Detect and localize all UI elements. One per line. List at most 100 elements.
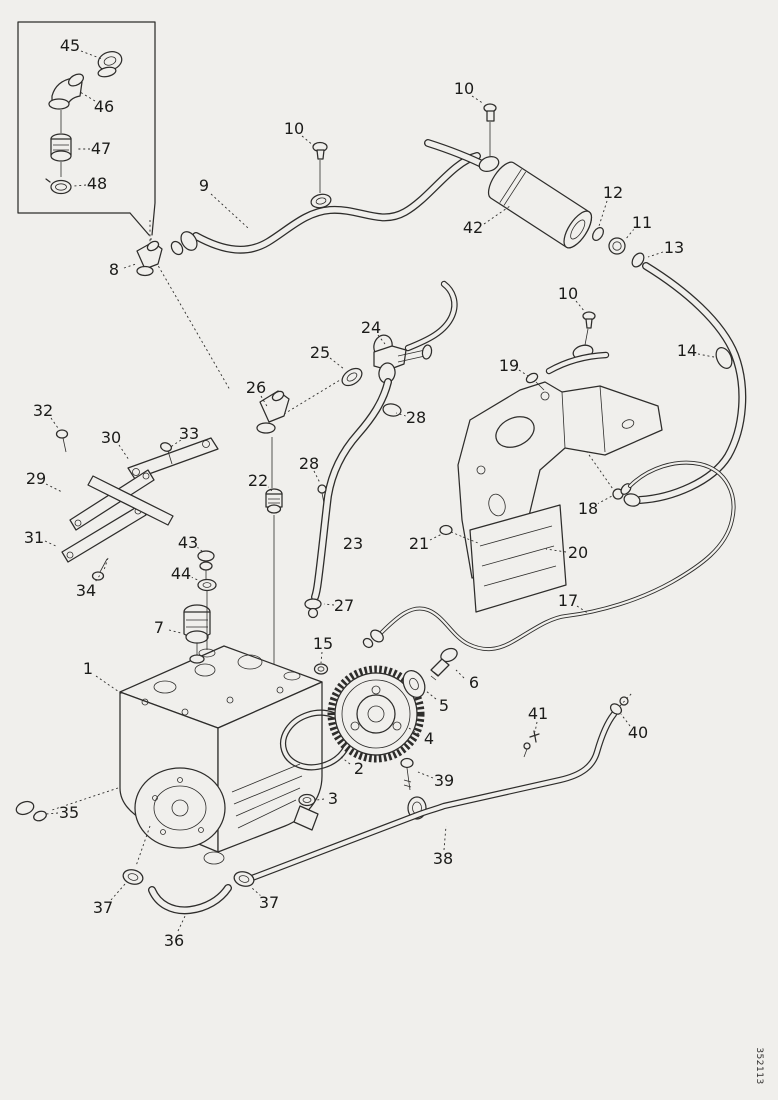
callout-label-20-16: 20 <box>568 543 588 562</box>
callout-label-15-30: 15 <box>313 634 333 653</box>
callout-label-29-45: 29 <box>26 469 46 488</box>
callout-label-36-43: 36 <box>164 931 184 950</box>
callout-leader-34-50 <box>92 574 101 586</box>
callout-leader-1-31 <box>95 675 123 695</box>
part-hose-36 <box>15 787 255 915</box>
callout-leader-32-48 <box>50 417 59 429</box>
callout-leader-24-19 <box>377 334 386 345</box>
callout-label-21-17: 21 <box>409 534 429 553</box>
part-elbow-8 <box>136 220 231 391</box>
callout-leader-44-28 <box>190 576 201 582</box>
callout-leader-41-38 <box>534 721 538 733</box>
callout-leader-22-24 <box>266 485 273 492</box>
callout-label-38-40: 38 <box>433 849 453 868</box>
callout-label-44-28: 44 <box>171 564 191 583</box>
callout-label-26-21: 26 <box>246 378 266 397</box>
part-line-17 <box>362 460 736 651</box>
part-hose-9 <box>170 141 481 256</box>
callout-label-33-49: 33 <box>179 424 199 443</box>
callout-leader-19-14 <box>518 369 529 377</box>
part-hose-14 <box>545 262 747 507</box>
callout-leader-35-41 <box>45 812 59 815</box>
callout-leader-5-35 <box>425 690 437 700</box>
callout-leader-14-13 <box>697 353 715 358</box>
part-tee-24 <box>373 280 458 384</box>
callout-leader-21-17 <box>429 533 443 541</box>
callout-leader-9-5 <box>210 193 249 229</box>
part-fittings-43-44 <box>197 550 329 675</box>
part-hose-23 <box>283 367 402 619</box>
callout-label-40-39: 40 <box>628 723 648 742</box>
inset-detail-box <box>17 21 156 252</box>
callout-label-41-38: 41 <box>528 704 548 723</box>
callout-leader-4-34 <box>406 726 420 735</box>
callout-label-34-50: 34 <box>76 581 96 600</box>
callout-leader-33-49 <box>171 439 182 447</box>
callout-leader-39-37 <box>417 771 434 779</box>
callout-label-13-12: 13 <box>664 238 684 257</box>
callout-label-30-46: 30 <box>101 428 121 447</box>
callout-label-8-4: 8 <box>109 260 119 279</box>
callout-label-5-35: 5 <box>439 696 449 715</box>
callout-label-11-11: 11 <box>632 213 652 232</box>
callout-label-28-22: 28 <box>406 408 426 427</box>
part-bracket-20 <box>439 372 663 613</box>
part-cylinder-42 <box>424 103 645 268</box>
callout-label-31-47: 31 <box>24 528 44 547</box>
callout-label-9-5: 9 <box>199 176 209 195</box>
callout-leader-43-27 <box>196 546 204 553</box>
callout-label-37-42: 37 <box>93 898 113 917</box>
callout-label-45-0: 45 <box>60 36 80 55</box>
callout-label-14-13: 14 <box>677 341 697 360</box>
callout-leader-15-30 <box>320 651 323 664</box>
callout-label-10-6: 10 <box>284 119 304 138</box>
callout-label-12-10: 12 <box>603 183 623 202</box>
callout-label-23-25: 23 <box>343 534 363 553</box>
part-tube-38 <box>248 692 633 882</box>
callout-leader-36-43 <box>177 913 187 932</box>
callout-leader-7-29 <box>168 629 182 634</box>
callout-leader-38-40 <box>443 825 447 851</box>
callout-leader-28-22 <box>395 412 407 417</box>
part-gear-4 <box>327 665 425 763</box>
callout-label-1-31: 1 <box>83 659 93 678</box>
callout-label-4-34: 4 <box>424 729 434 748</box>
callout-label-47-2: 47 <box>91 139 111 158</box>
part-governor-7 <box>183 604 211 664</box>
callout-label-17-18: 17 <box>558 591 578 610</box>
callout-leader-27-26 <box>323 603 335 606</box>
callout-leader-8-4 <box>123 263 137 269</box>
callout-leader-3-33 <box>316 798 325 801</box>
part-washer-5-bolt-6 <box>402 647 458 698</box>
callout-label-27-26: 27 <box>334 596 354 615</box>
part-compressor-1 <box>119 645 323 865</box>
callout-label-42-9: 42 <box>463 218 483 237</box>
callout-leader-29-45 <box>45 483 63 493</box>
callout-leader-42-9 <box>483 205 511 225</box>
figure-code: 352113 <box>754 1047 764 1084</box>
callout-leader-20-16 <box>545 548 567 553</box>
callout-leader-26-21 <box>260 395 269 409</box>
callout-leader-12-10 <box>598 200 608 227</box>
callout-label-28-23: 28 <box>299 454 319 473</box>
callout-leader-6-36 <box>455 669 465 679</box>
callout-label-6-36: 6 <box>469 673 479 692</box>
callout-leader-13-12 <box>647 251 664 258</box>
callout-leader-2-32 <box>340 756 351 765</box>
callout-leader-37-42 <box>110 883 126 901</box>
callout-leader-18-15 <box>596 495 613 505</box>
callout-label-19-14: 19 <box>499 356 519 375</box>
callout-leader-37-44 <box>251 887 262 897</box>
callout-label-24-19: 24 <box>361 318 381 337</box>
callout-leader-25-20 <box>329 357 345 370</box>
callout-label-10-8: 10 <box>558 284 578 303</box>
callout-leader-46-1 <box>79 91 96 102</box>
callout-layer: 4546474889101010421211131419182021172425… <box>22 35 715 952</box>
callout-label-43-27: 43 <box>178 533 198 552</box>
callout-leader-48-3 <box>73 184 87 187</box>
callout-label-7-29: 7 <box>154 618 164 637</box>
callout-label-39-37: 39 <box>434 771 454 790</box>
callout-label-25-20: 25 <box>310 343 330 362</box>
callout-label-10-7: 10 <box>454 79 474 98</box>
